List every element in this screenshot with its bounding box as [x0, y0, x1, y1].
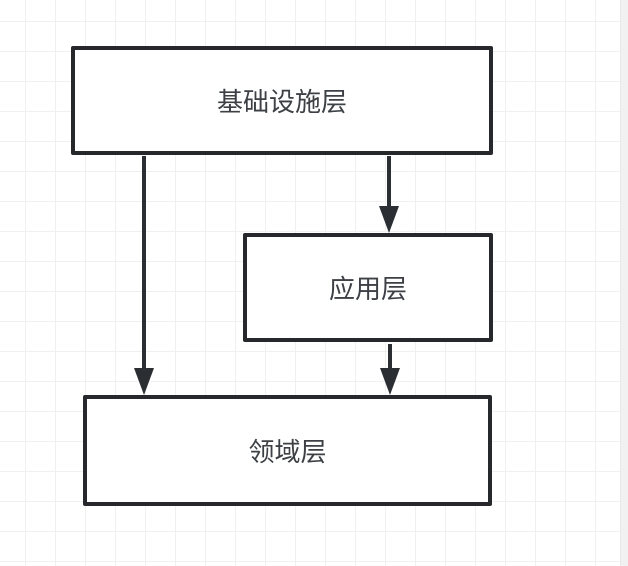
edge-infrastructure-to-application[interactable] [379, 156, 399, 233]
node-infrastructure-layer[interactable]: 基础设施层 [71, 46, 493, 155]
node-domain-layer[interactable]: 领域层 [83, 395, 492, 506]
arrowhead-down-icon [380, 368, 400, 395]
edge-application-to-domain[interactable] [380, 344, 400, 395]
node-label: 领域层 [248, 437, 327, 467]
arrowhead-down-icon [379, 206, 399, 233]
arrowhead-down-icon [134, 368, 154, 395]
canvas-edge-strip [620, 0, 628, 566]
node-application-layer[interactable]: 应用层 [243, 233, 493, 342]
node-label: 应用层 [328, 274, 407, 304]
edge-infrastructure-to-domain[interactable] [134, 156, 154, 395]
node-label: 基础设施层 [216, 87, 347, 117]
